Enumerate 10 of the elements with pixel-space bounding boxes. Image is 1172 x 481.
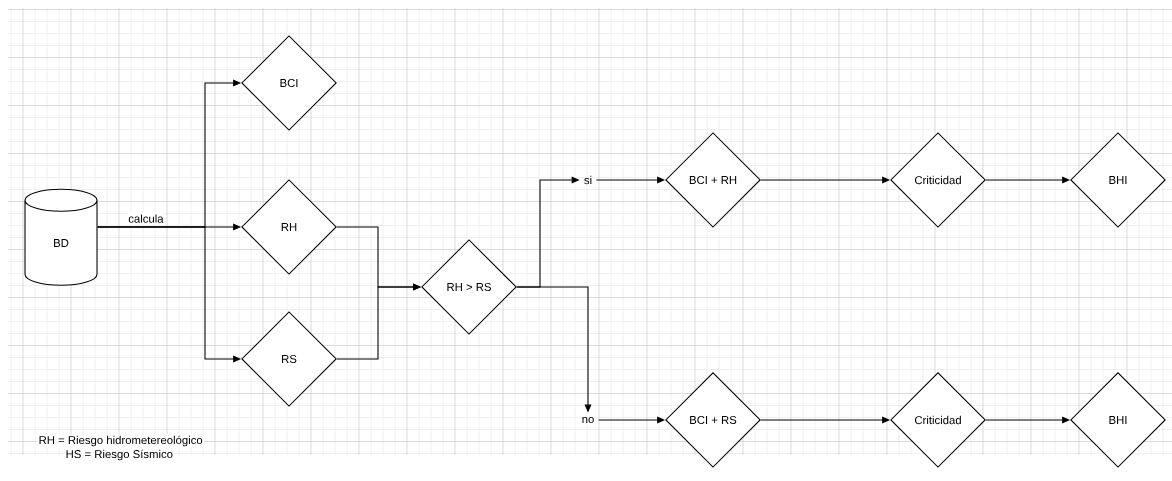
branch-label: no: [582, 416, 594, 424]
node-label: Criticidad: [914, 415, 961, 425]
edge-label: calcula: [128, 214, 164, 223]
node-label: BHI: [1109, 416, 1127, 424]
node-label: BCI + RS: [690, 415, 737, 424]
database-cylinder: BD: [24, 188, 98, 286]
legend-note: RH = Riesgo hidrometereológico: [39, 435, 203, 447]
branch-label: si: [584, 175, 592, 185]
node-label: BHI: [1109, 176, 1127, 184]
legend-note: HS = Riesgo Sísmico: [66, 449, 173, 461]
